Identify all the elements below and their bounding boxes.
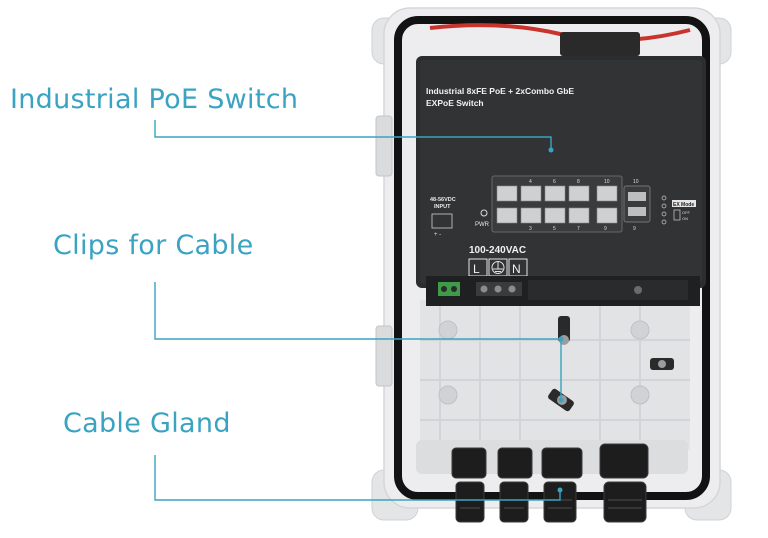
leader-dot-clips	[558, 336, 564, 342]
terminal-N: N	[512, 262, 521, 276]
switch-title-line2: EXPoE Switch	[426, 98, 484, 108]
port-num-bottom-2: 5	[553, 226, 556, 232]
ac-input-label: 100-240VAC	[469, 245, 526, 256]
callout-cable-gland: Cable Gland	[63, 408, 231, 439]
switch-title-line1: Industrial 8xFE PoE + 2xCombo GbE	[426, 86, 574, 96]
leader-dot-clips-2	[558, 397, 564, 403]
ethernet-ports	[491, 175, 651, 233]
leader-line-clips	[154, 282, 562, 400]
port-num-top-5: 10	[633, 179, 639, 185]
callout-clips-for-cable: Clips for Cable	[53, 230, 254, 261]
port-num-bottom-5: 9	[633, 226, 636, 232]
ex-mode-label: EX Mode	[673, 202, 694, 208]
terminal-L: L	[473, 262, 480, 276]
callout-industrial-poe-switch: Industrial PoE Switch	[10, 84, 299, 115]
pwr-led	[480, 209, 488, 217]
port-num-bottom-4: 9	[604, 226, 607, 232]
port-num-top-4: 10	[604, 179, 610, 185]
leader-dot-switch	[548, 147, 554, 153]
ex-on-label: ON	[682, 216, 688, 221]
leader-line-switch	[154, 120, 552, 150]
port-num-top-3: 8	[577, 179, 580, 185]
port-num-top-1: 4	[529, 179, 532, 185]
dc-polarity: + -	[434, 232, 441, 238]
port-num-top-2: 6	[553, 179, 556, 185]
ex-off-label: OFF	[682, 210, 691, 215]
cable-glands	[451, 443, 649, 523]
pwr-label: PWR	[475, 222, 490, 228]
red-wire	[429, 23, 691, 43]
cable-clip-3	[650, 358, 674, 370]
terminal-strip	[426, 276, 700, 306]
poe-switch: Industrial 8xFE PoE + 2xCombo GbE EXPoE …	[416, 56, 706, 288]
dc-input-label-2: INPUT	[434, 204, 451, 210]
port-num-bottom-3: 7	[577, 226, 580, 232]
leader-line-gland	[154, 455, 561, 501]
ex-mode-switch	[673, 209, 681, 221]
leader-dot-gland	[557, 487, 563, 493]
port-num-bottom-1: 3	[529, 226, 532, 232]
dc-input-label-1: 48-56VDC	[430, 197, 456, 203]
